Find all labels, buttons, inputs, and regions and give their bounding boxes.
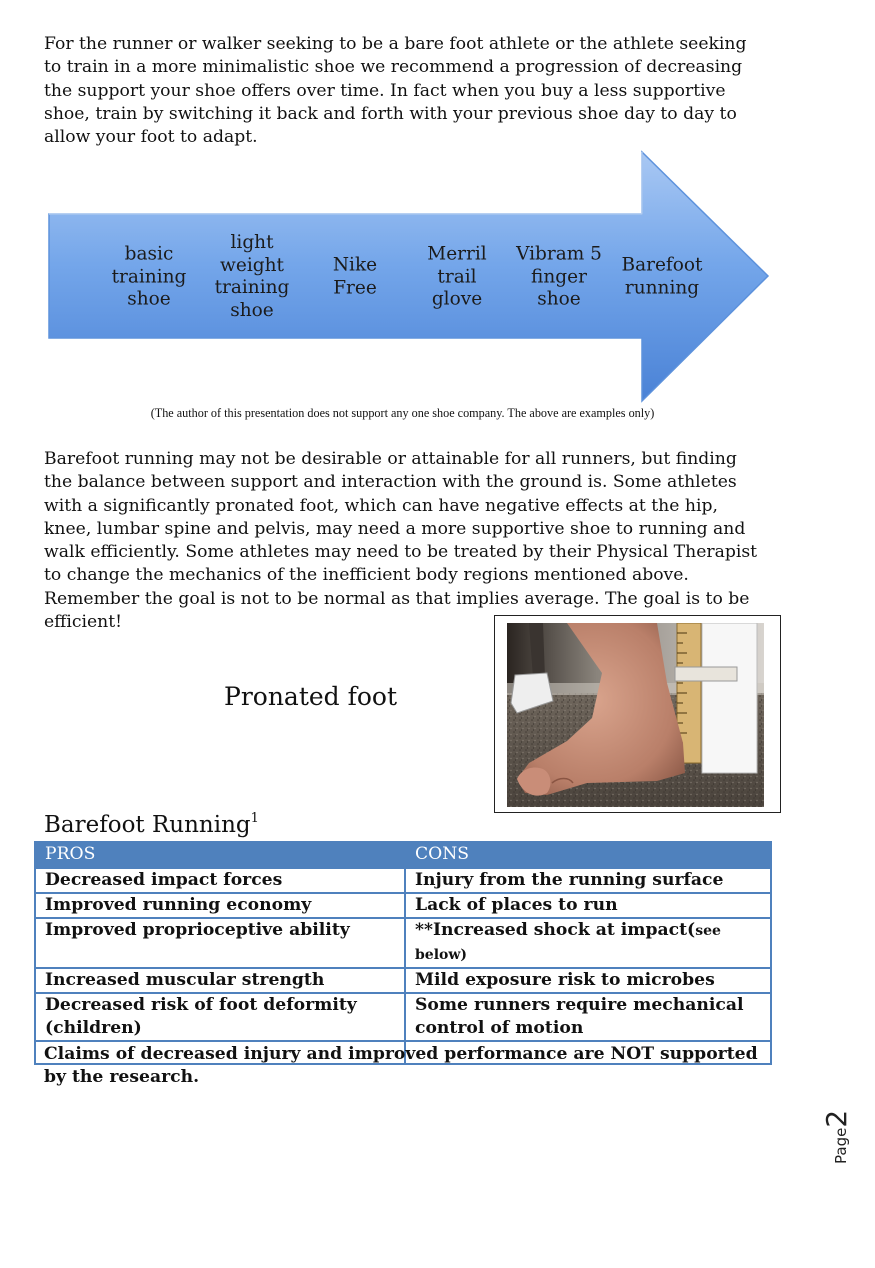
pro-cell: Increased muscular strength xyxy=(34,967,406,994)
body-paragraph: Barefoot running may not be desirable or… xyxy=(44,449,758,633)
page-label: Page xyxy=(832,1127,850,1164)
progression-step: Merril trail glove xyxy=(427,243,487,310)
pro-cell: Improved proprioceptive ability xyxy=(34,917,406,969)
page-number: Page2 xyxy=(820,1100,870,1170)
table-row: Improved running economy Lack of places … xyxy=(34,892,772,919)
progression-step: basic training shoe xyxy=(111,243,187,310)
table-row: Decreased risk of foot deformity (childr… xyxy=(34,992,772,1042)
pro-cell: Improved running economy xyxy=(34,892,406,919)
progression-step: Nike Free xyxy=(332,254,378,299)
con-cell: Injury from the running surface xyxy=(404,867,772,894)
page-number-value: 2 xyxy=(820,1109,853,1128)
table-row: Improved proprioceptive ability **Increa… xyxy=(34,917,772,969)
con-cell: Mild exposure risk to microbes xyxy=(404,967,772,994)
progression-step: Barefoot running xyxy=(621,254,703,299)
con-note: see below) xyxy=(415,923,721,963)
table-header-row: PROS CONS xyxy=(34,841,772,869)
intro-paragraph: For the runner or walker seeking to be a… xyxy=(44,34,747,148)
pro-cell: Decreased impact forces xyxy=(34,867,406,894)
progression-step: Vibram 5 finger shoe xyxy=(516,243,602,310)
shoe-progression-arrow: basic training shoe light weight trainin… xyxy=(44,148,774,408)
pro-cell: Decreased risk of foot deformity (childr… xyxy=(34,992,406,1042)
con-cell: Some runners require mechanical control … xyxy=(404,992,772,1042)
header-pros: PROS xyxy=(34,841,406,869)
research-note: Claims of decreased injury and improved … xyxy=(44,1044,758,1087)
disclaimer-text: (The author of this presentation does no… xyxy=(150,406,655,420)
table-row: Decreased impact forces Injury from the … xyxy=(34,867,772,894)
con-cell: **Increased shock at impact(see below) xyxy=(404,917,772,969)
figure-label: Pronated foot xyxy=(224,682,398,711)
table-title: Barefoot Running1 xyxy=(44,811,259,838)
progression-step: light weight training shoe xyxy=(214,232,290,321)
table-row: Increased muscular strength Mild exposur… xyxy=(34,967,772,994)
table-row-empty xyxy=(34,1040,772,1065)
pronated-foot-photo xyxy=(494,615,781,813)
con-cell: Lack of places to run xyxy=(404,892,772,919)
header-cons: CONS xyxy=(404,841,772,869)
pros-cons-table: PROS CONS Decreased impact forces Injury… xyxy=(34,841,772,1065)
